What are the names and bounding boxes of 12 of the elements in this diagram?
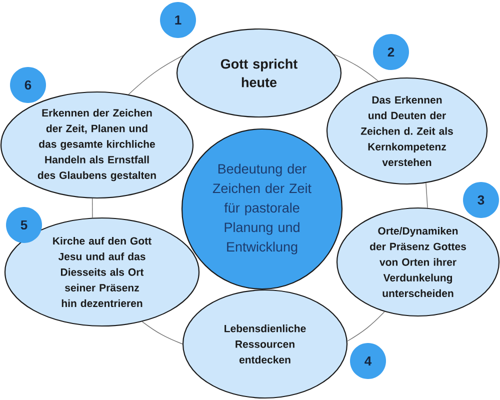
connector-line — [128, 55, 184, 95]
connector-line — [334, 54, 378, 82]
number-badge: 5 — [6, 207, 42, 243]
number-badge: 4 — [350, 343, 386, 379]
number-badge: 2 — [373, 34, 409, 70]
number-badge: 6 — [10, 67, 46, 103]
connector-line — [142, 321, 183, 344]
connector-line — [426, 182, 428, 208]
number-badge: 1 — [160, 2, 196, 38]
connector-line — [347, 311, 385, 342]
connector-line — [92, 198, 93, 218]
number-badge: 3 — [463, 182, 499, 218]
